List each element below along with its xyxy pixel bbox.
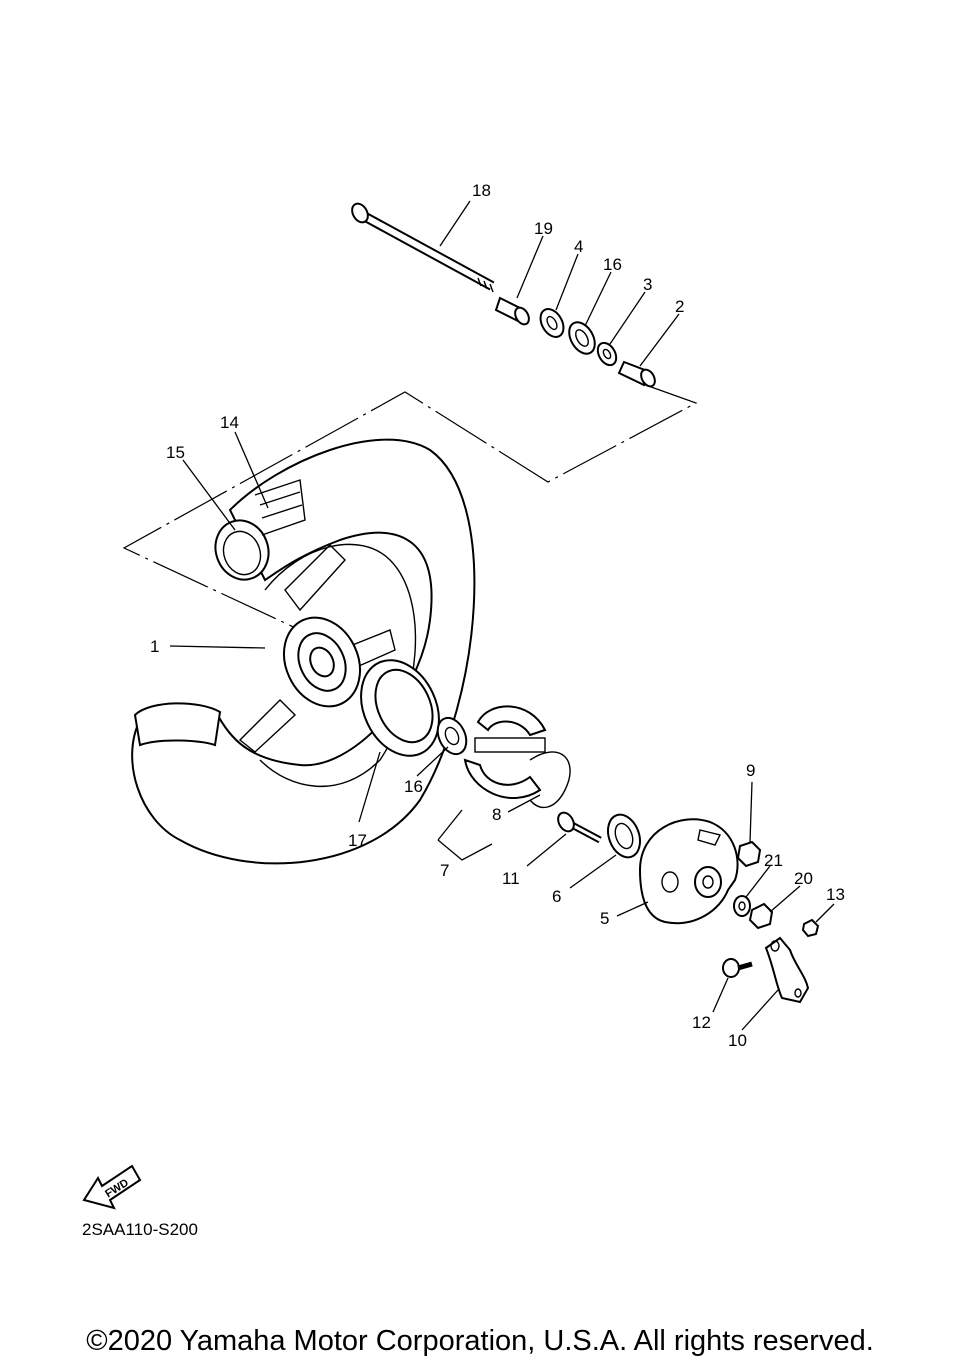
callout-6: 6 xyxy=(552,887,561,906)
nut-middle xyxy=(748,902,774,930)
bearing-upper xyxy=(568,321,596,355)
callout-14: 14 xyxy=(220,413,239,432)
callout-5: 5 xyxy=(600,909,609,928)
callout-10: 10 xyxy=(728,1031,747,1050)
callout-labels: 18 19 4 16 3 2 14 15 1 16 17 8 7 11 6 5 … xyxy=(150,181,845,1050)
diagram-code: 2SAA110-S200 xyxy=(82,1220,198,1239)
brake-shoe-set xyxy=(463,705,547,800)
forward-arrow: FWD xyxy=(82,1164,142,1210)
spacer-ring xyxy=(596,341,618,367)
callout-13: 13 xyxy=(826,885,845,904)
callout-4: 4 xyxy=(574,237,583,256)
callout-2: 2 xyxy=(675,297,684,316)
collar-long xyxy=(617,360,656,388)
callout-16-upper: 16 xyxy=(603,255,622,274)
callout-9: 9 xyxy=(746,761,755,780)
oil-seal-lower xyxy=(607,813,641,859)
callout-20: 20 xyxy=(794,869,813,888)
callout-7: 7 xyxy=(440,861,449,880)
leader-lines xyxy=(169,200,835,1031)
bearing-lower xyxy=(436,716,468,756)
callout-12: 12 xyxy=(692,1013,711,1032)
tire xyxy=(131,438,476,865)
callout-11: 11 xyxy=(502,869,520,888)
brake-shoe-plate xyxy=(638,818,739,925)
oil-seal-upper xyxy=(539,308,565,338)
brake-cam-lever xyxy=(764,936,810,1004)
callout-19: 19 xyxy=(534,219,553,238)
callout-17: 17 xyxy=(348,831,367,850)
callout-15: 15 xyxy=(166,443,185,462)
callout-8: 8 xyxy=(492,805,501,824)
hub-seal xyxy=(360,659,440,757)
nut-upper xyxy=(736,840,762,868)
callout-18: 18 xyxy=(472,181,491,200)
brake-spring xyxy=(529,751,571,809)
assembly-dash-lines xyxy=(122,382,698,631)
callout-21: 21 xyxy=(764,851,783,870)
callout-16-lower: 16 xyxy=(404,777,423,796)
nut-small xyxy=(801,918,820,938)
callout-1: 1 xyxy=(150,637,159,656)
copyright-notice: ©2020 Yamaha Motor Corporation, U.S.A. A… xyxy=(86,1325,874,1357)
washer xyxy=(733,895,751,917)
wheel-rim xyxy=(238,543,417,788)
bolt xyxy=(722,958,753,978)
axle-shaft xyxy=(351,202,495,293)
callout-3: 3 xyxy=(643,275,652,294)
brake-camshaft xyxy=(557,811,602,844)
collar xyxy=(494,296,530,326)
